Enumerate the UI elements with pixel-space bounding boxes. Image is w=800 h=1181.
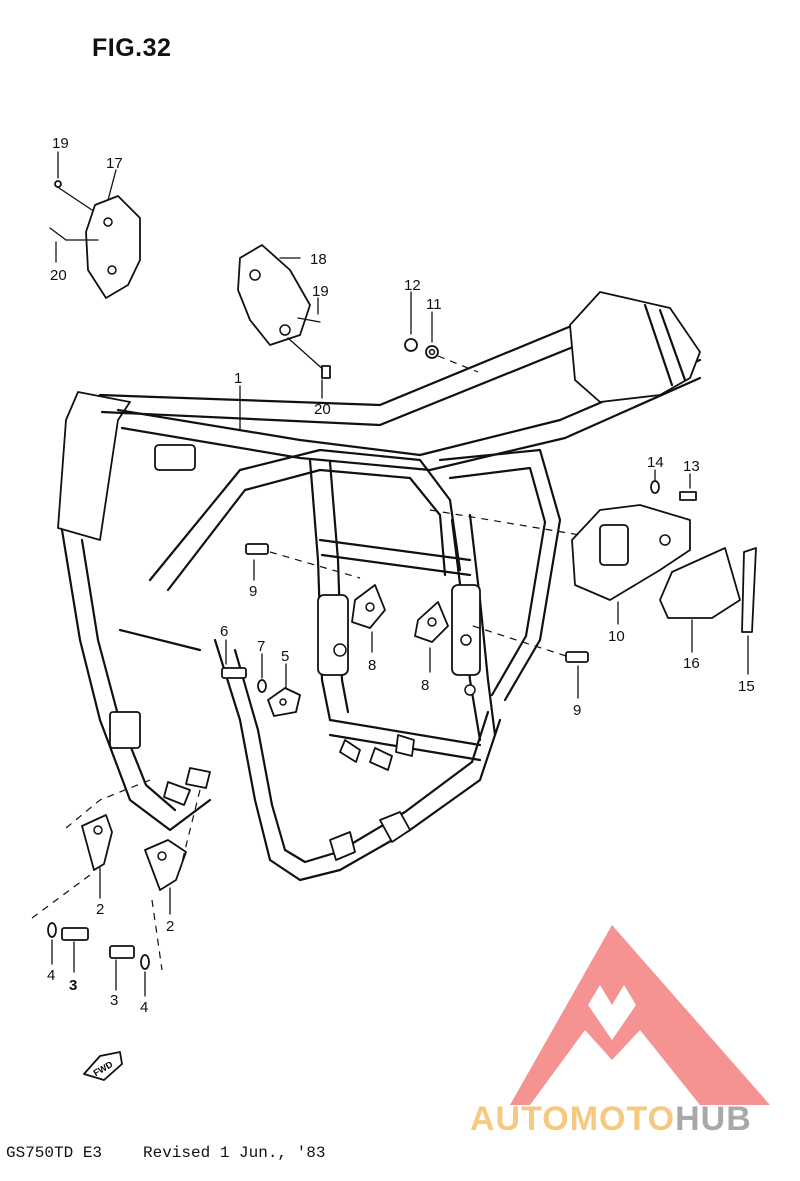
callout-8: 8 xyxy=(421,677,429,694)
bolt-9b xyxy=(565,651,589,663)
callout-3: 3 xyxy=(69,977,77,994)
figure-title: FIG.32 xyxy=(92,34,172,62)
fwd-arrow-icon: FWD xyxy=(83,1051,123,1081)
automotohub-watermark-logo: AUTOMOTOHUB xyxy=(470,925,770,1138)
bracket-18 xyxy=(237,244,311,346)
strap-15 xyxy=(741,547,757,633)
callout-12: 12 xyxy=(404,277,421,294)
callout-labels: 19 17 20 18 19 20 1 12 11 14 13 9 6 7 5 … xyxy=(47,135,755,1016)
callout-11: 11 xyxy=(426,296,442,313)
callout-5: 5 xyxy=(281,648,289,665)
bracket-17 xyxy=(85,195,141,299)
callout-9: 9 xyxy=(573,702,581,719)
callout-15: 15 xyxy=(738,678,755,695)
washer-7 xyxy=(257,679,267,693)
callout-19: 19 xyxy=(312,283,329,300)
model-code: GS750TD E3 xyxy=(6,1144,103,1162)
callout-4: 4 xyxy=(47,967,55,984)
callout-3: 3 xyxy=(110,992,118,1009)
callout-7: 7 xyxy=(257,638,265,655)
bolt-3a xyxy=(61,927,89,941)
callout-18: 18 xyxy=(310,251,327,268)
callout-2: 2 xyxy=(166,918,174,935)
bracket-2b xyxy=(144,839,187,891)
bolt-3b xyxy=(109,945,135,959)
callout-14: 14 xyxy=(647,454,664,471)
callout-13: 13 xyxy=(683,458,700,475)
leader-lines xyxy=(51,151,749,997)
watermark-text: AUTOMOTOHUB xyxy=(470,1100,752,1138)
callout-8: 8 xyxy=(368,657,376,674)
callout-19: 19 xyxy=(52,135,69,152)
bracket-2a xyxy=(81,814,113,871)
callout-9: 9 xyxy=(249,583,257,600)
callout-4: 4 xyxy=(140,999,148,1016)
callout-20: 20 xyxy=(314,401,331,418)
watermark-triangle-icon xyxy=(510,925,770,1105)
cover-16 xyxy=(659,547,741,619)
nut-4a xyxy=(47,922,57,938)
callout-17: 17 xyxy=(106,155,123,172)
callout-10: 10 xyxy=(608,628,625,645)
callout-20: 20 xyxy=(50,267,67,284)
bolt-6 xyxy=(221,667,247,679)
main-frame xyxy=(57,291,702,882)
nut-4b xyxy=(140,954,150,970)
revision-note: Revised 1 Jun., '83 xyxy=(143,1144,326,1162)
callout-16: 16 xyxy=(683,655,700,672)
nut-12 xyxy=(404,338,418,352)
callout-2: 2 xyxy=(96,901,104,918)
callout-1: 1 xyxy=(234,370,242,387)
callout-6: 6 xyxy=(220,623,228,640)
bolt-9a xyxy=(245,543,269,555)
